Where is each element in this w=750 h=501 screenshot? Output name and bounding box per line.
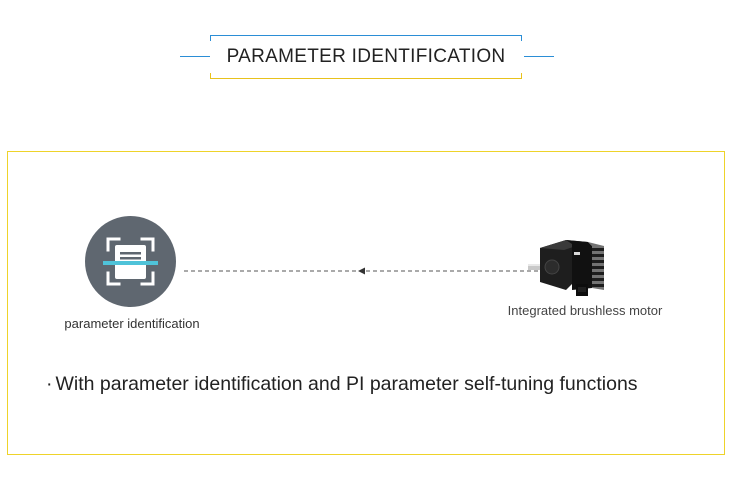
section-title: PARAMETER IDENTIFICATION [226, 46, 506, 67]
brushless-motor-icon [526, 232, 610, 304]
header-frame: PARAMETER IDENTIFICATION [210, 35, 522, 79]
bullet-point: · [46, 373, 53, 395]
dashed-arrow [184, 264, 539, 278]
scan-document-icon [85, 216, 176, 307]
section-header: PARAMETER IDENTIFICATION [180, 33, 554, 81]
feature-panel [7, 151, 725, 455]
feature-description: ·With parameter identification and PI pa… [46, 373, 638, 396]
integrated-brushless-motor-label: Integrated brushless motor [507, 303, 663, 318]
parameter-identification-label: parameter identification [64, 316, 200, 331]
header-line-left [180, 56, 210, 57]
header-line-right [524, 56, 554, 57]
feature-text: With parameter identification and PI par… [55, 373, 638, 395]
